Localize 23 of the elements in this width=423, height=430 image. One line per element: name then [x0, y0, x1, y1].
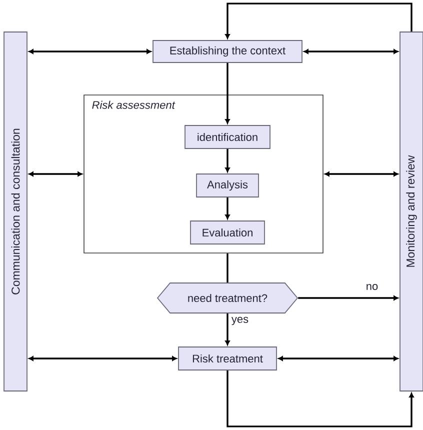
- decision-hexagon: need treatment?: [156, 282, 298, 314]
- arrow: [28, 356, 177, 361]
- process-box: Analysis: [196, 174, 259, 198]
- arrow: [28, 172, 82, 176]
- arrow: [226, 370, 414, 428]
- side-box: Communication and consultation: [4, 32, 28, 392]
- arrow: [304, 49, 398, 54]
- process-box: Risk treatment: [178, 346, 277, 370]
- process-box: Establishing the context: [152, 40, 302, 63]
- arrow: [225, 2, 412, 39]
- arrow: [225, 197, 230, 220]
- process-box: Evaluation: [190, 220, 265, 244]
- arrow: [298, 296, 398, 300]
- arrow: [324, 172, 398, 176]
- arrow: [28, 49, 152, 54]
- edge-label: no: [364, 282, 380, 291]
- arrow: [225, 313, 230, 346]
- side-box: Monitoring and review: [400, 32, 423, 392]
- process-box: identification: [184, 125, 270, 149]
- edge-label: yes: [230, 316, 250, 326]
- arrow: [278, 356, 398, 361]
- arrow: [225, 148, 230, 172]
- arrow: [225, 62, 230, 124]
